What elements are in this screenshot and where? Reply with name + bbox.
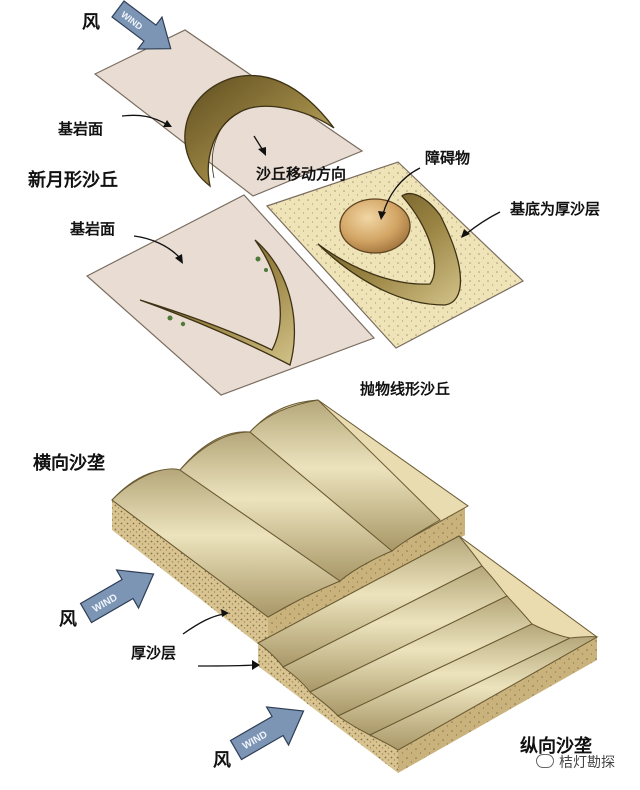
wind-label-top: 风 xyxy=(82,12,100,32)
longitudinal-ridge-label: 纵向沙垄 xyxy=(520,736,592,756)
watermark: 桔灯勘探 xyxy=(536,752,615,772)
wind-arrow-top: WIND xyxy=(111,0,172,50)
parabolic-dune-label: 抛物线形沙丘 xyxy=(360,381,451,398)
leader-bedrock-top xyxy=(121,114,169,126)
parabolic-dune-sand xyxy=(265,161,525,349)
longitudinal-ridges-block xyxy=(257,535,599,773)
bedrock-label-mid: 基岩面 xyxy=(70,221,116,238)
leader-thick-sand-base xyxy=(465,211,501,235)
bedrock-label-top: 基岩面 xyxy=(58,121,104,138)
obstacle-rock xyxy=(339,198,411,254)
thick-sand-base-label: 基底为厚沙层 xyxy=(510,201,601,218)
obstacle-label: 障碍物 xyxy=(425,150,471,167)
wind-label-left: 风 xyxy=(59,609,77,629)
leader-thick-sand-1 xyxy=(182,613,225,635)
leader-bedrock-mid xyxy=(133,235,181,259)
parabolic-dune-bedrock xyxy=(85,194,376,396)
parabolic-dune-right xyxy=(317,192,462,306)
thick-sand-label: 厚沙层 xyxy=(131,645,177,662)
transverse-ridge-label: 横向沙垄 xyxy=(33,453,105,473)
wind-label-bottom: 风 xyxy=(213,750,231,770)
wind-arrow-left: WIND xyxy=(79,569,155,624)
wechat-icon xyxy=(536,754,554,768)
bedrock-plate-mid xyxy=(85,194,376,396)
longitudinal-ridges xyxy=(257,535,599,751)
dune-move-direction-label: 沙丘移动方向 xyxy=(256,166,347,183)
transverse-ridges xyxy=(111,399,441,618)
wind-arrow-bottom: WIND xyxy=(229,706,305,761)
parabolic-dune-left xyxy=(139,239,296,366)
watermark-text: 桔灯勘探 xyxy=(559,754,615,770)
leader-obstacle xyxy=(382,167,421,215)
barchan-dune-label: 新月形沙丘 xyxy=(28,170,118,190)
leader-thick-sand-2 xyxy=(197,664,255,667)
